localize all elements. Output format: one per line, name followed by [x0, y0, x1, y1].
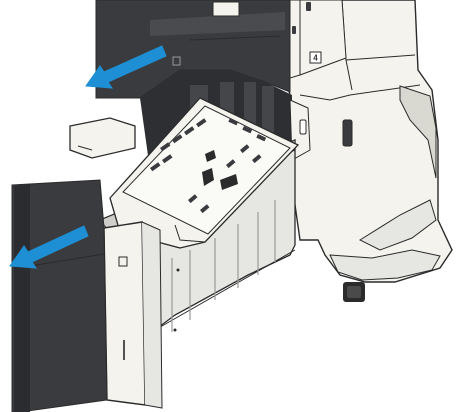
- cabinet-handle: [342, 119, 353, 147]
- lower-arrow-icon: [9, 225, 89, 269]
- drawer-label-square: [118, 256, 128, 267]
- lower-dark-panel: [11, 179, 108, 412]
- printer-upper-body: 4: [289, 0, 347, 79]
- tray-guide-slots: [150, 117, 267, 214]
- printer-cabinet: [285, 0, 453, 302]
- tray-number-badge: [309, 51, 322, 64]
- drawer-front: [103, 221, 163, 409]
- left-support: [69, 117, 136, 159]
- pull-direction-arrows: [9, 45, 167, 269]
- upper-arrow-icon: [85, 45, 167, 89]
- paper-stop-left: [202, 168, 214, 186]
- paper-stop-right: [220, 174, 238, 190]
- tray-number-label: 4: [313, 54, 318, 63]
